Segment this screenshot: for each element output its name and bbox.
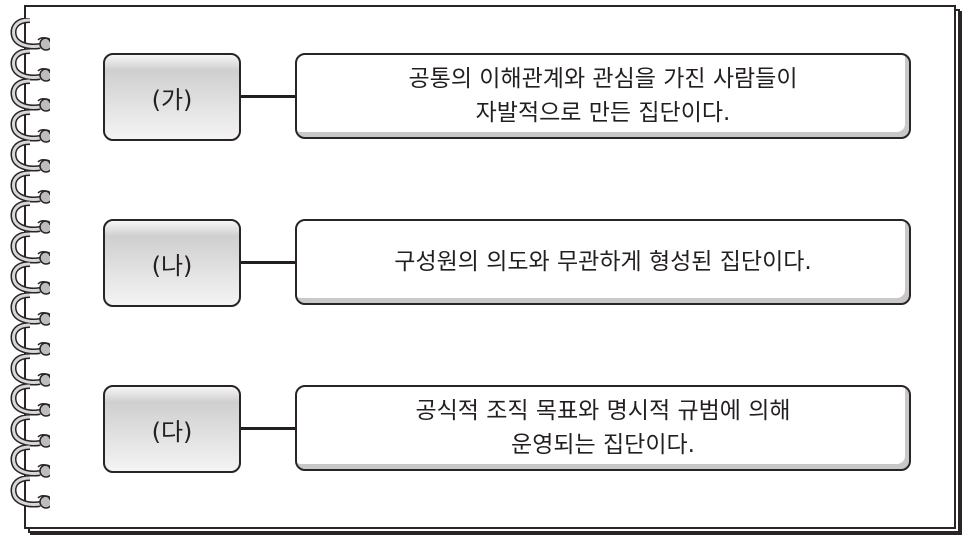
spiral-ring-icon — [8, 322, 53, 356]
group-row-na: (나) 구성원의 의도와 무관하게 형성된 집단이다. — [103, 219, 913, 307]
description-box-da: 공식적 조직 목표와 명시적 규범에 의해 운영되는 집단이다. — [295, 385, 911, 471]
description-box-na: 구성원의 의도와 무관하게 형성된 집단이다. — [295, 219, 911, 305]
description-line: 공식적 조직 목표와 명시적 규범에 의해 — [415, 398, 791, 424]
description-line: 운영되는 집단이다. — [511, 432, 695, 458]
spiral-ring-icon — [8, 139, 53, 173]
spiral-ring-icon — [8, 352, 53, 387]
label-da: (다) — [151, 417, 193, 446]
spiral-ring-icon — [8, 78, 53, 112]
description-box-ga: 공통의 이해관계와 관심을 가진 사람들이 자발적으로 만든 집단이다. — [295, 53, 911, 139]
spiral-ring-icon — [8, 17, 53, 51]
spiral-ring-icon — [8, 383, 53, 417]
group-row-da: (다) 공식적 조직 목표와 명시적 규범에 의해 운영되는 집단이다. — [103, 385, 913, 473]
label-box-da: (다) — [103, 385, 241, 473]
group-row-ga: (가) 공통의 이해관계와 관심을 가진 사람들이 자발적으로 만든 집단이다. — [103, 53, 913, 141]
label-ga: (가) — [151, 85, 193, 114]
connector-line — [241, 95, 295, 98]
spiral-ring-icon — [8, 261, 53, 295]
label-na: (나) — [151, 251, 193, 280]
spiral-ring-icon — [8, 413, 53, 448]
spiral-ring-icon — [8, 200, 53, 234]
connector-line — [241, 427, 295, 430]
description-line: 구성원의 의도와 무관하게 형성된 집단이다. — [394, 249, 812, 275]
spiral-ring-icon — [8, 108, 53, 143]
connector-line — [241, 261, 295, 264]
spiral-ring-icon — [8, 291, 53, 326]
description-line: 자발적으로 만든 집단이다. — [475, 100, 731, 126]
label-box-na: (나) — [103, 219, 241, 307]
description-line: 공통의 이해관계와 관심을 가진 사람들이 — [408, 66, 798, 92]
spiral-ring-icon — [8, 230, 53, 265]
spiral-ring-icon — [8, 47, 53, 82]
spiral-ring-icon — [8, 474, 53, 509]
spiral-ring-icon — [8, 169, 53, 204]
label-box-ga: (가) — [103, 53, 241, 141]
spiral-ring-icon — [8, 444, 53, 478]
